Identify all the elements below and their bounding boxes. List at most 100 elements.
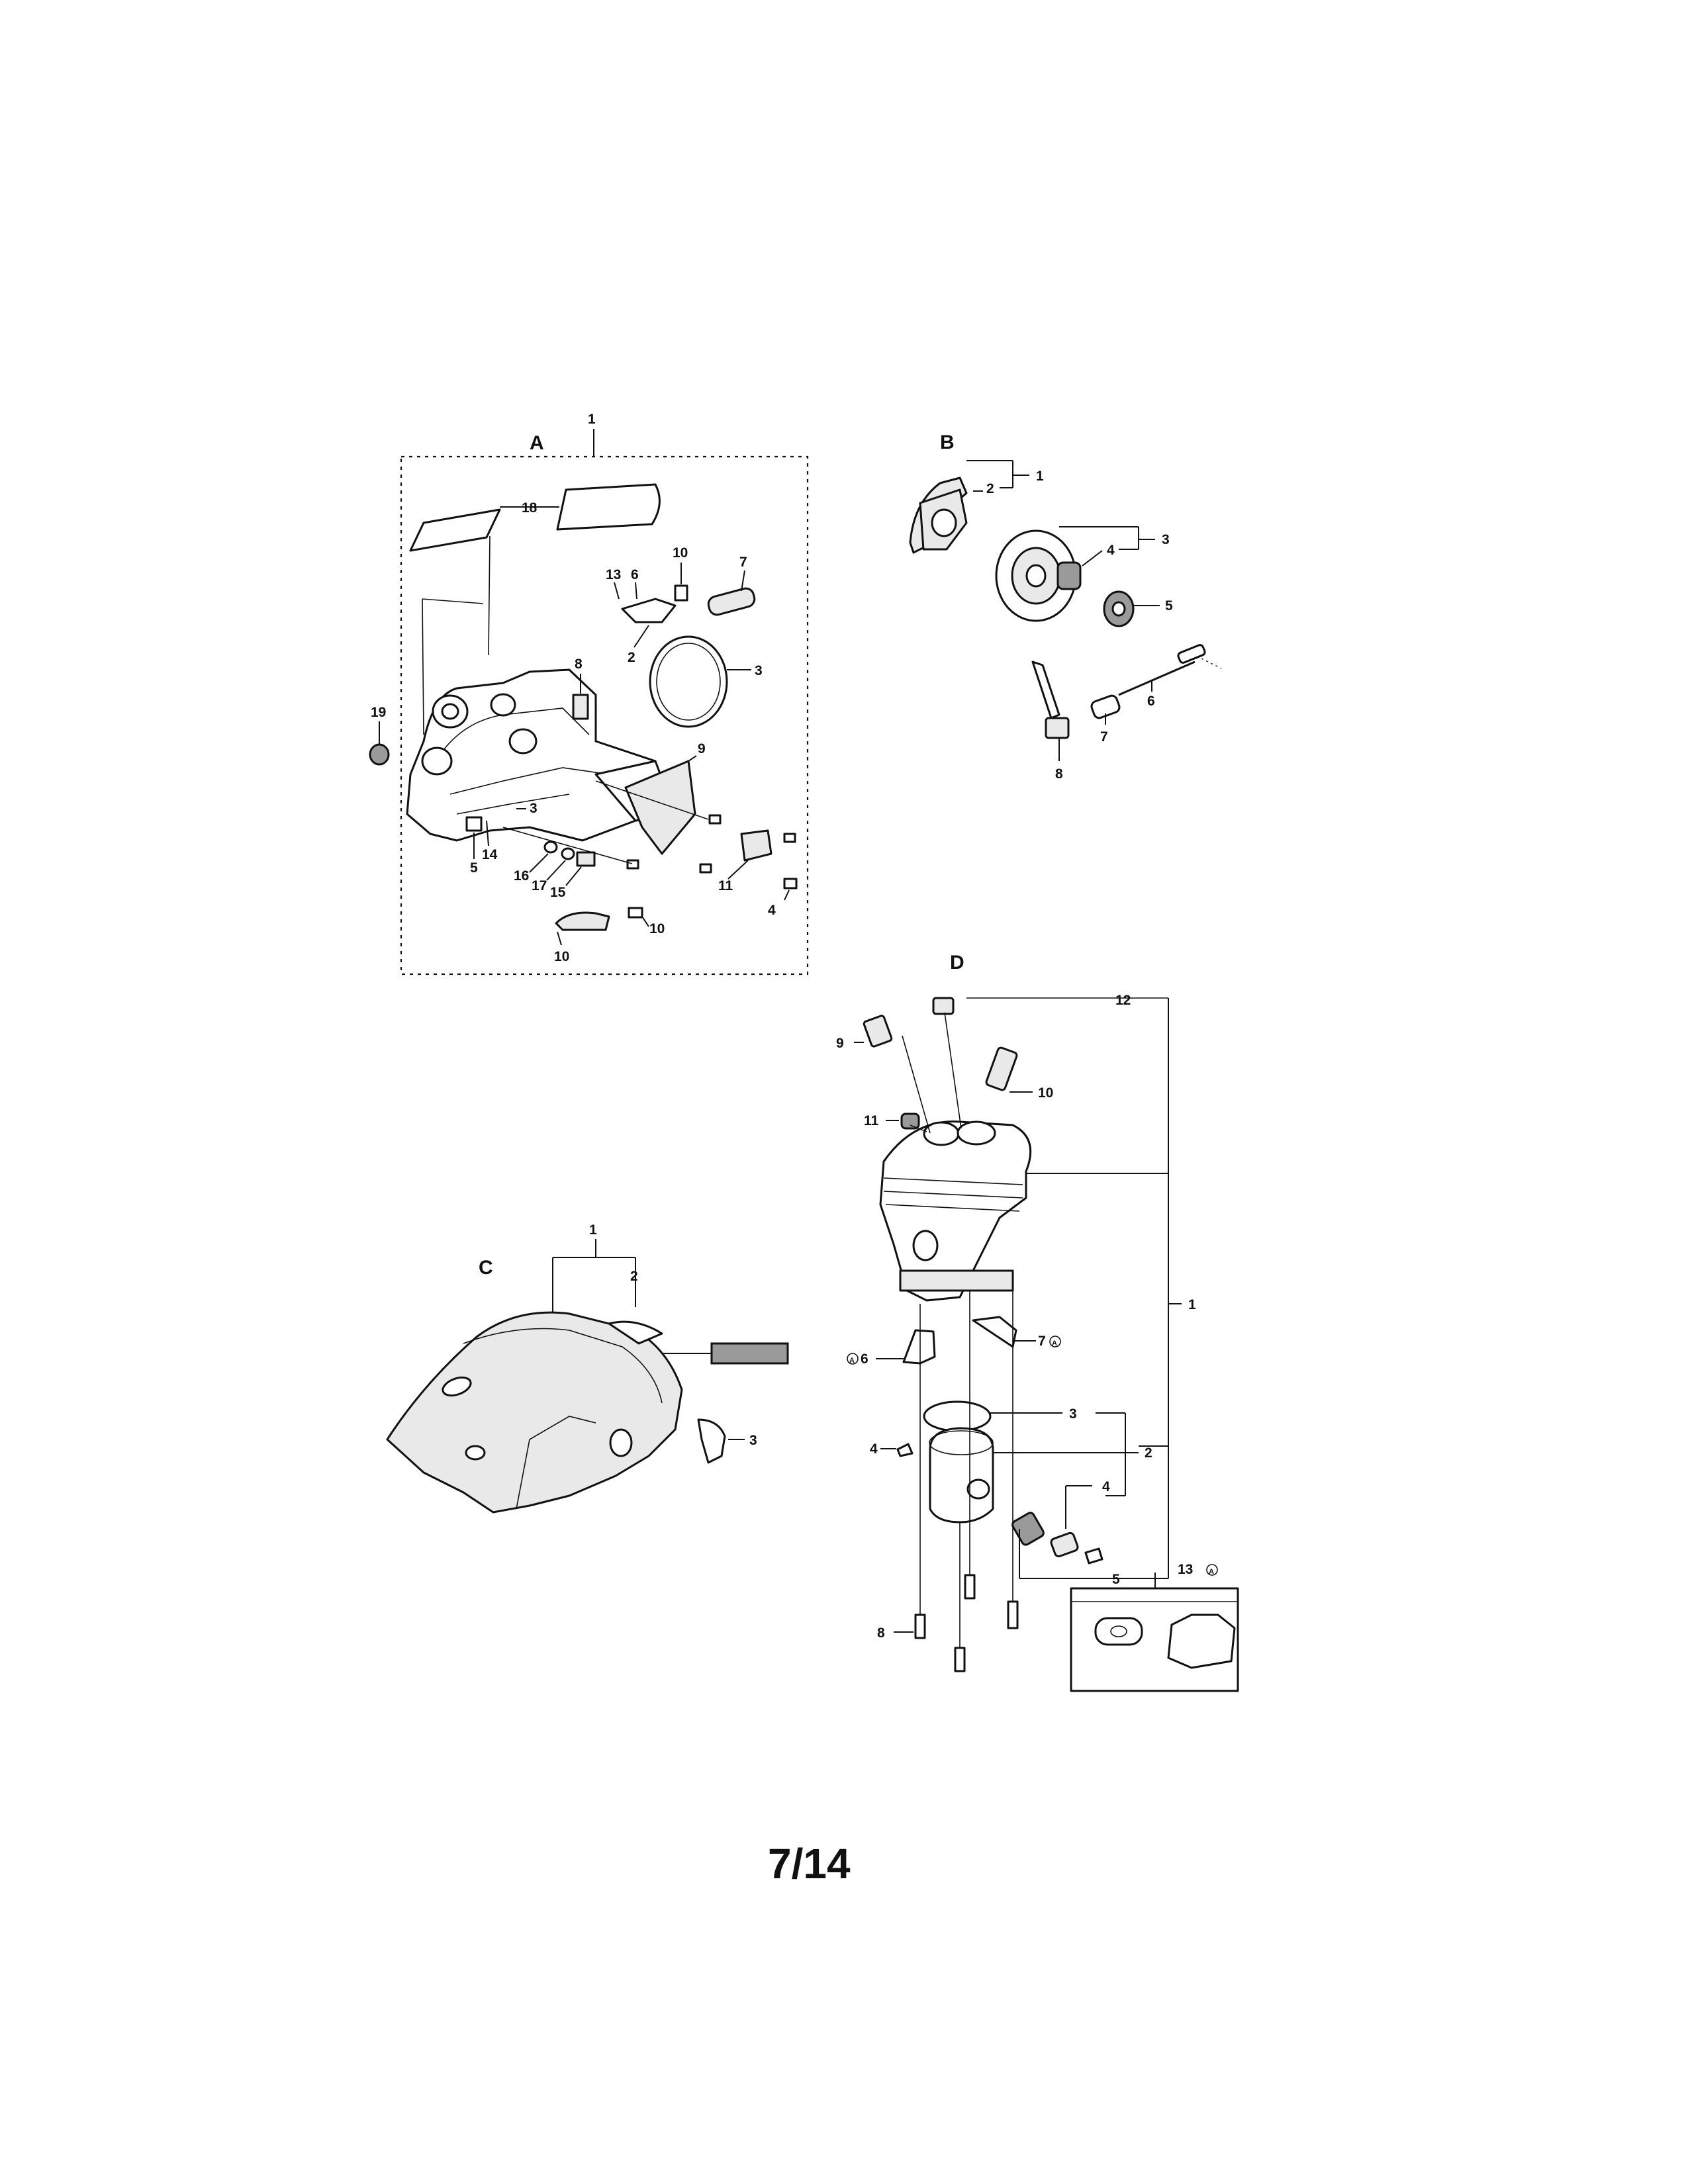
piston-pin-5 [1050, 1531, 1079, 1558]
callout-b-6: 6 [1147, 694, 1155, 709]
chain-brake-lever [624, 760, 696, 855]
nut-19 [369, 743, 390, 766]
callout-a-8: 8 [575, 657, 583, 672]
callout-a-10-bottom: 10 [649, 921, 665, 936]
page-number: 7/14 [768, 1840, 851, 1888]
section-c-letter: C [479, 1257, 493, 1279]
washer-16 [543, 841, 558, 854]
callout-d-8: 8 [877, 1625, 885, 1641]
bolt-8-middle [954, 1647, 966, 1672]
guard-4 [555, 911, 610, 931]
callout-d-3: 3 [1069, 1406, 1077, 1422]
callout-d-5: 5 [1112, 1572, 1120, 1587]
section-a-kit-box [400, 455, 809, 976]
callout-a-13: 13 [606, 567, 621, 582]
callout-a-7: 7 [739, 555, 747, 570]
callout-d-10: 10 [1038, 1085, 1053, 1101]
plug-12 [932, 997, 955, 1015]
callout-a-9: 9 [698, 741, 706, 756]
callout-a-5: 5 [470, 860, 478, 876]
callout-c-2: 2 [630, 1269, 638, 1284]
callout-a-19: 19 [371, 705, 386, 720]
clip-3 [697, 1418, 726, 1464]
section-a-chain-brake-housing: A 1 18 9 3 7 10 [369, 412, 809, 976]
callout-c-3: 3 [749, 1433, 757, 1448]
callout-b-8: 8 [1055, 766, 1063, 782]
callout-b-2: 2 [986, 481, 994, 496]
brake-band [649, 635, 728, 728]
callout-a-11: 11 [718, 878, 733, 893]
cylinder-port-right [957, 1120, 996, 1146]
callout-b-1: 1 [1036, 469, 1044, 484]
callout-d-1: 1 [1188, 1297, 1196, 1312]
callout-a-17: 17 [532, 878, 547, 893]
clamp-11 [740, 829, 773, 862]
screw-bottom [628, 907, 643, 919]
callout-d-13: 13 [1178, 1562, 1193, 1577]
callout-b-7: 7 [1100, 729, 1108, 745]
callout-c-1: 1 [589, 1222, 597, 1238]
housing-boss-left [421, 747, 453, 776]
callout-b-5: 5 [1165, 598, 1173, 614]
callout-d-6: 6 [861, 1351, 868, 1367]
callout-d-2: 2 [1145, 1445, 1152, 1461]
section-d-letter: D [950, 952, 964, 974]
needle-bearing [1056, 561, 1082, 590]
transfer-cover-6 [902, 1329, 936, 1365]
bolt-8-right [1007, 1600, 1019, 1629]
callout-a-10-right: 4 [768, 903, 776, 918]
needle-bearing-4 [1011, 1512, 1045, 1546]
bolt-8-left [914, 1614, 926, 1639]
section-b-clutch: B 1 2 3 4 5 6 7 [909, 432, 1222, 782]
kit-marker-a: A [1209, 1568, 1214, 1576]
callout-a-3: 3 [530, 801, 538, 816]
cylinder-port-left [923, 1121, 960, 1146]
callout-a-16: 16 [514, 868, 529, 884]
circlip-4-left [896, 1443, 914, 1457]
callout-a-12: 3 [755, 663, 763, 678]
callout-a-15: 15 [550, 885, 566, 900]
gasket-intake [1167, 1614, 1236, 1669]
section-d-cylinder-piston: D 1 12 9 10 11 6 A [836, 952, 1239, 1692]
section-c-cylinder-cover: C 1 2 3 [386, 1222, 789, 1514]
cover-insert [608, 1320, 663, 1345]
callout-a-4: 10 [554, 949, 569, 964]
bolt-8-center [964, 1574, 976, 1600]
sleeve-7 [1090, 694, 1121, 719]
screw-top [674, 584, 688, 602]
washer-17 [561, 847, 575, 860]
coupling-8 [1045, 717, 1070, 739]
circlip-5 [1084, 1547, 1103, 1565]
callout-b-4: 4 [1107, 543, 1115, 558]
decal-right [556, 483, 661, 531]
brake-spring [707, 587, 756, 616]
callout-a-14: 14 [482, 847, 498, 862]
gasket-muffler [1094, 1617, 1143, 1646]
bushing-5 [465, 816, 483, 832]
piston-2 [929, 1427, 994, 1524]
callout-b-3: 3 [1162, 532, 1170, 547]
oil-pump-lever [1031, 660, 1060, 719]
callout-d-11: 11 [864, 1113, 879, 1128]
section-b-letter: B [940, 432, 955, 453]
brake-link [621, 598, 677, 623]
callout-d-9: 9 [836, 1036, 844, 1051]
sleeve-15 [576, 851, 596, 867]
cylinder-base [899, 1269, 1014, 1292]
decal-left [409, 508, 501, 552]
callout-d-4-left: 4 [870, 1441, 878, 1457]
callout-a-10-top: 10 [673, 545, 688, 561]
decompression-valve-9 [863, 1015, 893, 1048]
cap-11 [900, 1113, 920, 1130]
transfer-cover-7 [972, 1316, 1017, 1348]
cylinder-cover [386, 1311, 683, 1514]
callout-d-7: 7 [1038, 1334, 1046, 1349]
callout-d-4-right: 4 [1102, 1479, 1110, 1494]
drive-shaft-6 [1118, 660, 1196, 696]
callout-a-6: 6 [631, 567, 639, 582]
callout-a-18: 18 [522, 500, 538, 516]
screw-right [783, 878, 798, 889]
callout-a-2: 2 [628, 650, 635, 665]
callout-a-1: 1 [588, 412, 596, 427]
